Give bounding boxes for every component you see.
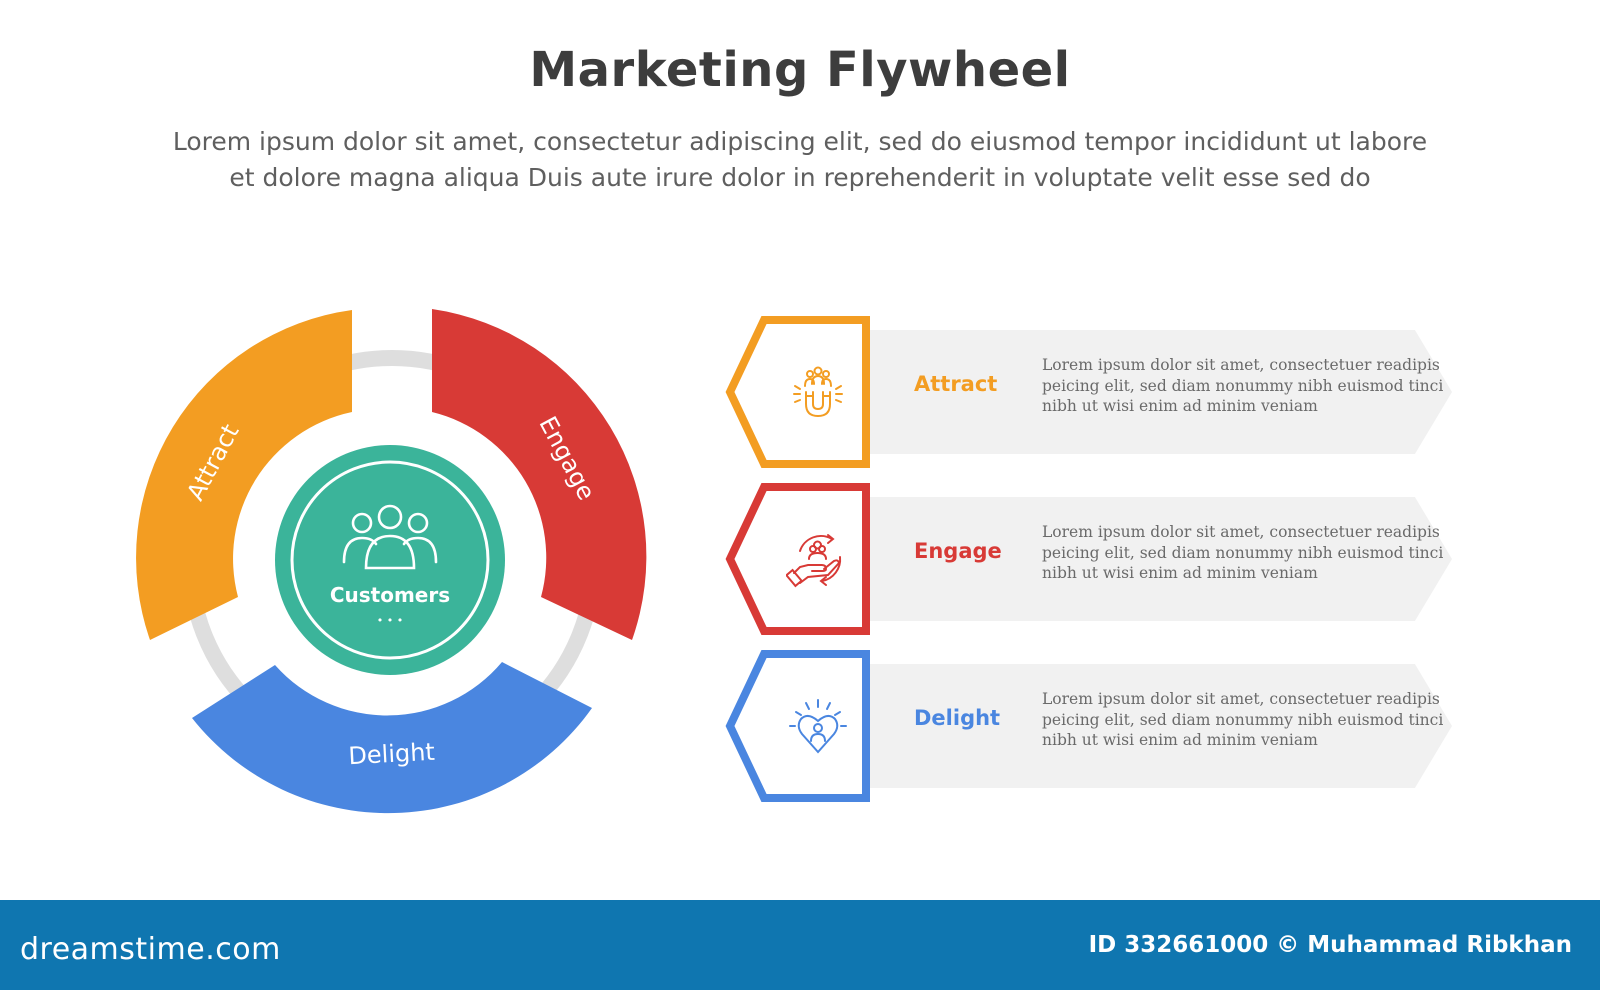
hexagon-frame bbox=[724, 316, 870, 468]
page-title: Marketing Flywheel bbox=[529, 42, 1071, 98]
segment-delight bbox=[192, 662, 592, 814]
description-line: peicing elit, sed diam nonummy nibh euis… bbox=[1042, 376, 1444, 395]
description-line: Lorem ipsum dolor sit amet, consectetuer… bbox=[1042, 356, 1440, 374]
stage-row-attract: Attract Lorem ipsum dolor sit amet, cons… bbox=[724, 316, 1464, 468]
segment-engage bbox=[432, 309, 647, 640]
customers-label: Customers bbox=[330, 583, 450, 607]
description-line: nibh ut wisi enim ad minim veniam bbox=[1042, 564, 1318, 582]
customers-group-icon bbox=[342, 504, 438, 570]
customers-center-disc bbox=[275, 445, 505, 675]
stage-banner bbox=[834, 330, 1452, 454]
footer-credit: ID 332661000 © Muhammad Ribkhan bbox=[1088, 932, 1572, 958]
stage-description-attract: Lorem ipsum dolor sit amet, consectetuer… bbox=[1042, 355, 1444, 417]
page-subtitle: Lorem ipsum dolor sit amet, consectetur … bbox=[60, 124, 1540, 196]
description-line: Lorem ipsum dolor sit amet, consectetuer… bbox=[1042, 523, 1440, 541]
subtitle-line-1: Lorem ipsum dolor sit amet, consectetur … bbox=[172, 127, 1428, 156]
hexagon-frame bbox=[724, 483, 870, 635]
description-line: nibh ut wisi enim ad minim veniam bbox=[1042, 731, 1318, 749]
footer-brand: dreamstime.com bbox=[20, 932, 281, 967]
segment-label-delight: Delight bbox=[348, 738, 436, 770]
stage-banner bbox=[834, 497, 1452, 621]
customers-center-ring bbox=[290, 460, 490, 660]
description-line: nibh ut wisi enim ad minim veniam bbox=[1042, 397, 1318, 415]
stage-row-engage: Engage Lorem ipsum dolor sit amet, conse… bbox=[724, 483, 1464, 635]
stage-banner bbox=[834, 664, 1452, 788]
segment-attract bbox=[136, 310, 352, 640]
magnet-people-icon bbox=[793, 366, 843, 418]
description-line: Lorem ipsum dolor sit amet, consectetuer… bbox=[1042, 690, 1440, 708]
stage-label-delight: Delight bbox=[914, 706, 1001, 730]
stage-description-engage: Lorem ipsum dolor sit amet, consectetuer… bbox=[1042, 522, 1444, 584]
flywheel-diagram: Attract Engage Delight Customers • • • bbox=[136, 309, 647, 814]
description-line: peicing elit, sed diam nonummy nibh euis… bbox=[1042, 543, 1444, 562]
stage-label-attract: Attract bbox=[914, 372, 998, 396]
stage-row-delight: Delight Lorem ipsum dolor sit amet, cons… bbox=[724, 650, 1464, 802]
stage-label-engage: Engage bbox=[914, 539, 1002, 563]
stage-description-delight: Lorem ipsum dolor sit amet, consectetuer… bbox=[1042, 689, 1444, 751]
customers-dots: • • • bbox=[377, 614, 403, 627]
heart-person-icon bbox=[789, 699, 847, 754]
subtitle-line-2: et dolore magna aliqua Duis aute irure d… bbox=[229, 163, 1371, 192]
description-line: peicing elit, sed diam nonummy nibh euis… bbox=[1042, 710, 1444, 729]
hand-people-cycle-icon bbox=[786, 534, 842, 588]
footer-bar: dreamstime.com ID 332661000 © Muhammad R… bbox=[0, 900, 1600, 990]
